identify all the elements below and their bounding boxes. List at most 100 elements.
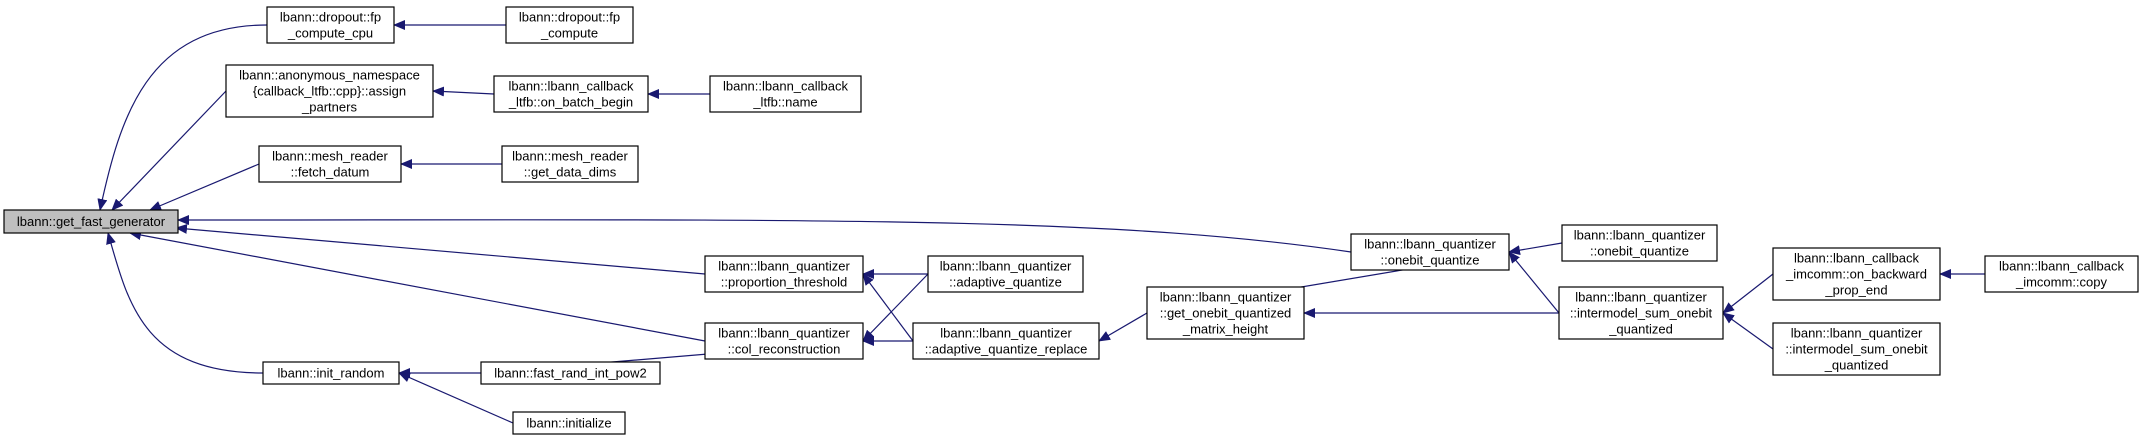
- node-label: lbann::lbann_callback: [723, 78, 849, 93]
- node-label: lbann::init_random: [278, 365, 385, 380]
- node-box: [505, 6, 634, 44]
- edge-init-random-to-get-fast-generator: [106, 232, 264, 374]
- node-fast-rand-int-pow2[interactable]: lbann::fast_rand_int_pow2: [480, 361, 661, 385]
- edge-dropout-fp-compute-cpu-to-get-fast-generator: [97, 24, 268, 211]
- node-label: lbann::lbann_callback: [508, 78, 634, 93]
- node-box: [493, 75, 649, 113]
- node-box: [3, 209, 179, 234]
- node-adaptive-quantize[interactable]: lbann::lbann_quantizer::adaptive_quantiz…: [927, 255, 1084, 293]
- node-label: ::onebit_quantize: [1590, 243, 1689, 258]
- node-dropout-fp-compute[interactable]: lbann::dropout::fp_compute: [505, 6, 634, 44]
- node-box: [709, 75, 862, 113]
- edge-on-backward-prop-end-to-intermodel-sum-onebit-quantized-a: [1722, 273, 1774, 314]
- node-label: lbann::lbann_quantizer: [1574, 227, 1706, 242]
- node-onebit-quantize-main[interactable]: lbann::lbann_quantizer::onebit_quantize: [1350, 233, 1510, 271]
- node-label: lbann::mesh_reader: [512, 148, 628, 163]
- node-label: lbann::lbann_quantizer: [1160, 289, 1292, 304]
- edge-col-reconstruction-to-get-fast-generator: [129, 230, 706, 342]
- edge-initialize-to-init-random: [398, 372, 514, 424]
- node-label: ::adaptive_quantize_replace: [925, 341, 1088, 356]
- edge-fetch-datum-to-get-fast-generator: [149, 163, 260, 211]
- node-label: lbann::fast_rand_int_pow2: [494, 365, 647, 380]
- node-box: [512, 411, 626, 435]
- node-box: [225, 64, 434, 118]
- node-label: ::intermodel_sum_onebit: [1785, 341, 1928, 356]
- node-label: _ltfb::on_batch_begin: [508, 94, 633, 109]
- edge-on-batch-begin-to-assign-partners: [432, 86, 495, 97]
- node-get-onebit-quantized-matrix-height[interactable]: lbann::lbann_quantizer::get_onebit_quant…: [1146, 286, 1305, 340]
- node-box: [1558, 286, 1724, 340]
- node-box: [927, 255, 1084, 293]
- node-onebit-quantize-caller[interactable]: lbann::lbann_quantizer::onebit_quantize: [1561, 224, 1718, 262]
- node-label: lbann::lbann_quantizer: [940, 325, 1072, 340]
- node-imcomm-copy[interactable]: lbann::lbann_callback_imcomm::copy: [1984, 255, 2139, 293]
- node-get-data-dims[interactable]: lbann::mesh_reader::get_data_dims: [501, 145, 639, 183]
- node-on-backward-prop-end[interactable]: lbann::lbann_callback_imcomm::on_backwar…: [1772, 247, 1941, 301]
- node-label: lbann::lbann_quantizer: [718, 325, 850, 340]
- node-label: _quantized: [1824, 357, 1889, 372]
- edge-proportion-threshold-to-get-fast-generator: [175, 223, 706, 275]
- node-label: lbann::lbann_callback: [1999, 258, 2125, 273]
- node-col-reconstruction[interactable]: lbann::lbann_quantizer::col_reconstructi…: [704, 322, 864, 360]
- edge-adaptive-quantize-to-col-reconstruction: [862, 273, 929, 342]
- edge-adaptive-quantize-replace-to-proportion-threshold: [862, 273, 914, 342]
- node-label: ::onebit_quantize: [1380, 252, 1479, 267]
- node-on-batch-begin[interactable]: lbann::lbann_callback_ltfb::on_batch_beg…: [493, 75, 649, 113]
- node-ltfb-name[interactable]: lbann::lbann_callback_ltfb::name: [709, 75, 862, 113]
- node-label: ::proportion_threshold: [721, 274, 847, 289]
- node-box: [1772, 322, 1941, 376]
- node-label: _compute: [540, 25, 598, 40]
- node-box: [480, 361, 661, 385]
- node-label: lbann::get_fast_generator: [17, 214, 166, 229]
- node-dropout-fp-compute-cpu[interactable]: lbann::dropout::fp_compute_cpu: [266, 6, 395, 44]
- node-box: [1350, 233, 1510, 271]
- node-proportion-threshold[interactable]: lbann::lbann_quantizer::proportion_thres…: [704, 255, 864, 293]
- node-initialize[interactable]: lbann::initialize: [512, 411, 626, 435]
- node-label: lbann::mesh_reader: [272, 148, 388, 163]
- node-assign-partners[interactable]: lbann::anonymous_namespace{callback_ltfb…: [225, 64, 434, 118]
- node-box: [501, 145, 639, 183]
- nodes-layer: lbann::get_fast_generator lbann::dropout:…: [3, 6, 2139, 435]
- node-box: [704, 255, 864, 293]
- node-label: ::intermodel_sum_onebit: [1570, 305, 1713, 320]
- node-label: lbann::anonymous_namespace: [239, 67, 420, 82]
- edge-get-onebit-quantized-matrix-height-to-adaptive-quantize-replace: [1098, 312, 1148, 342]
- node-box: [266, 6, 395, 44]
- node-box: [1772, 247, 1941, 301]
- node-label: _imcomm::on_backward: [1785, 266, 1927, 281]
- node-label: {callback_ltfb::cpp}::assign: [253, 83, 406, 98]
- node-intermodel-sum-onebit-quantized-a[interactable]: lbann::lbann_quantizer::intermodel_sum_o…: [1558, 286, 1724, 340]
- node-box: [912, 322, 1100, 360]
- edge-onebit-quantize-main-to-get-fast-generator: [177, 214, 1352, 253]
- node-box: [704, 322, 864, 360]
- edge-onebit-quantize-caller-to-onebit-quantize-main: [1508, 242, 1563, 256]
- node-label: ::fetch_datum: [291, 164, 370, 179]
- node-label: _ltfb::name: [752, 94, 817, 109]
- node-label: _quantized: [1608, 321, 1673, 336]
- node-label: lbann::lbann_quantizer: [1575, 289, 1707, 304]
- node-fetch-datum[interactable]: lbann::mesh_reader::fetch_datum: [258, 145, 402, 183]
- node-label: lbann::lbann_quantizer: [1364, 236, 1496, 251]
- node-label: ::adaptive_quantize: [949, 274, 1062, 289]
- node-label: ::get_data_dims: [524, 164, 617, 179]
- node-label: _compute_cpu: [287, 25, 373, 40]
- node-label: _partners: [301, 99, 357, 114]
- node-init-random[interactable]: lbann::init_random: [262, 361, 400, 385]
- node-adaptive-quantize-replace[interactable]: lbann::lbann_quantizer::adaptive_quantiz…: [912, 322, 1100, 360]
- node-label: lbann::dropout::fp: [519, 9, 620, 24]
- node-label: lbann::initialize: [526, 415, 611, 430]
- node-box: [1984, 255, 2139, 293]
- node-label: lbann::lbann_quantizer: [940, 258, 1072, 273]
- node-box: [258, 145, 402, 183]
- node-get-fast-generator[interactable]: lbann::get_fast_generator: [3, 209, 179, 234]
- node-box: [1146, 286, 1305, 340]
- node-label: lbann::lbann_quantizer: [718, 258, 850, 273]
- node-label: lbann::dropout::fp: [280, 9, 381, 24]
- node-intermodel-sum-onebit-quantized-b[interactable]: lbann::lbann_quantizer::intermodel_sum_o…: [1772, 322, 1941, 376]
- edge-intermodel-sum-onebit-quantized-a-to-onebit-quantize-main: [1508, 251, 1560, 314]
- node-label: lbann::lbann_quantizer: [1791, 325, 1923, 340]
- node-label: ::get_onebit_quantized: [1160, 305, 1292, 320]
- node-label: _prop_end: [1824, 282, 1887, 297]
- node-label: _matrix_height: [1182, 321, 1269, 336]
